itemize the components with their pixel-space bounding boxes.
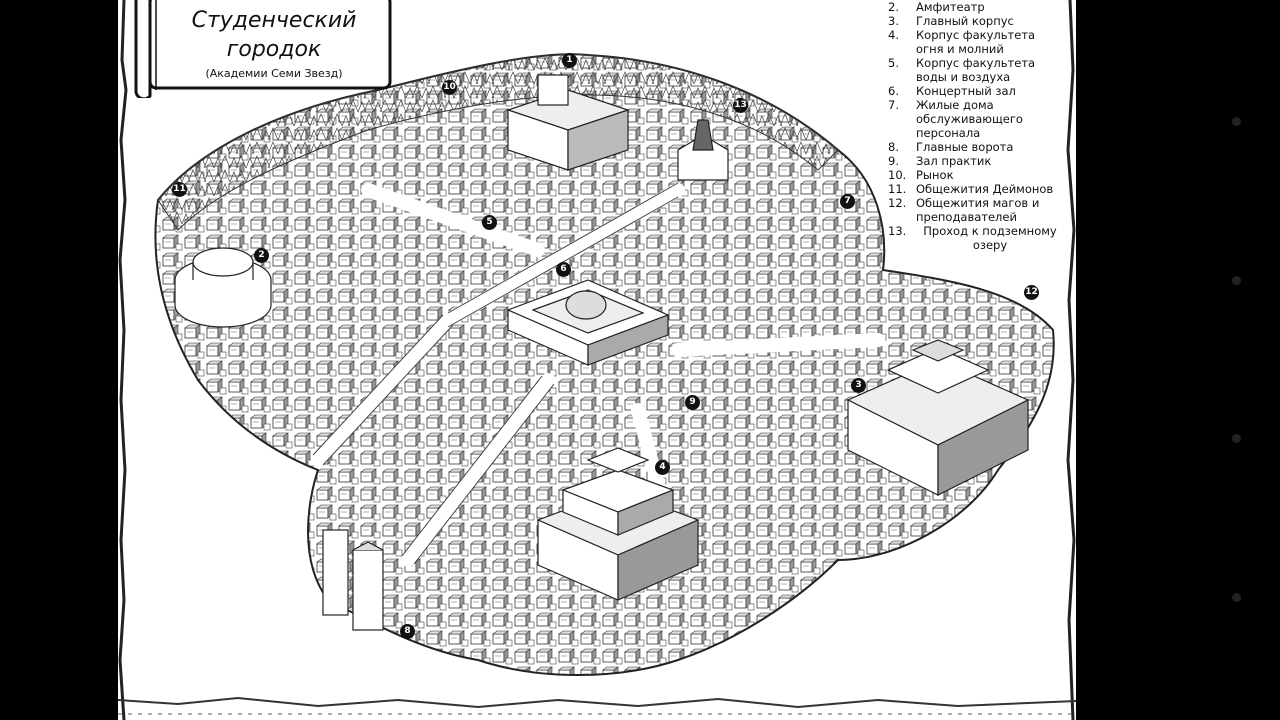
legend-number: 6. [888,84,899,98]
legend-number: 2. [888,0,899,14]
map-marker-11: 11 [172,182,187,197]
legend-label: Общежития Деймонов [916,182,1054,196]
map-marker-9: 9 [685,395,700,410]
map-subtitle: (Академии Семи Звезд) [205,67,343,80]
legend-label: Рынок [916,168,954,182]
legend-item: 2. Амфитеатр [864,0,1064,14]
map-marker-5: 5 [482,215,497,230]
legend-label: Зал практик [916,154,992,168]
map-marker-10: 10 [442,80,457,95]
legend-number: 7. [888,98,899,112]
title-scroll-frame [134,0,392,98]
map-marker-1: 1 [562,53,577,68]
map-marker-4: 4 [655,460,670,475]
map-marker-7: 7 [840,194,855,209]
parchment-border [118,0,1076,720]
map-title-line1: Студенческий [191,8,357,33]
map-marker-8: 8 [400,624,415,639]
page-indicator-dot[interactable] [1232,434,1241,443]
legend-number: 5. [888,56,899,70]
legend-item: 6. Концертный зал [864,84,1064,98]
map-marker-13: 13 [733,98,748,113]
map-legend: 2. Амфитеатр 3. Главный корпус 4. Корпус фа… [864,0,1064,252]
legend-number: 10. [888,168,907,182]
legend-item: 7. Жилые дома обслуживающего персонала [864,98,1064,140]
campus-map-illustration [154,53,1055,676]
legend-number: 13. [888,224,907,238]
map-marker-2: 2 [254,248,269,263]
legend-label: Главные ворота [916,140,1014,154]
legend-item: 11. Общежития Деймонов [864,182,1064,196]
page-indicator-dot[interactable] [1232,276,1241,285]
map-marker-6: 6 [556,262,571,277]
map-page: Студенческий городок (Академии Семи Звез… [118,0,1076,720]
legend-label: Амфитеатр [916,0,985,14]
legend-item: 13. Проход к подземному озеру [864,224,1064,252]
legend-number: 11. [888,182,907,196]
legend-item: 8. Главные ворота [864,140,1064,154]
map-title-block: Студенческий городок (Академии Семи Звез… [158,6,390,80]
legend-label: Общежития магов и преподавателей [916,196,1040,224]
legend-item: 10. Рынок [864,168,1064,182]
legend-item: 12. Общежития магов и преподавателей [864,196,1064,224]
map-title-line2: городок [226,37,322,62]
legend-number: 3. [888,14,899,28]
map-marker-3: 3 [851,378,866,393]
legend-label: Проход к подземному озеру [923,224,1057,252]
legend-number: 12. [888,196,907,210]
legend-number: 8. [888,140,899,154]
legend-item: 3. Главный корпус [864,14,1064,28]
legend-item: 5. Корпус факультета воды и воздуха [864,56,1064,84]
legend-label: Корпус факультета огня и молний [916,28,1036,56]
legend-label: Жилые дома обслуживающего персонала [916,98,1023,140]
page-indicator-dot[interactable] [1232,593,1241,602]
legend-label: Концертный зал [916,84,1016,98]
legend-label: Корпус факультета воды и воздуха [916,56,1036,84]
map-marker-12: 12 [1024,285,1039,300]
page-indicator-dot[interactable] [1232,117,1241,126]
legend-item: 4. Корпус факультета огня и молний [864,28,1064,56]
legend-number: 9. [888,154,899,168]
legend-item: 9. Зал практик [864,154,1064,168]
legend-number: 4. [888,28,899,42]
legend-label: Главный корпус [916,14,1014,28]
